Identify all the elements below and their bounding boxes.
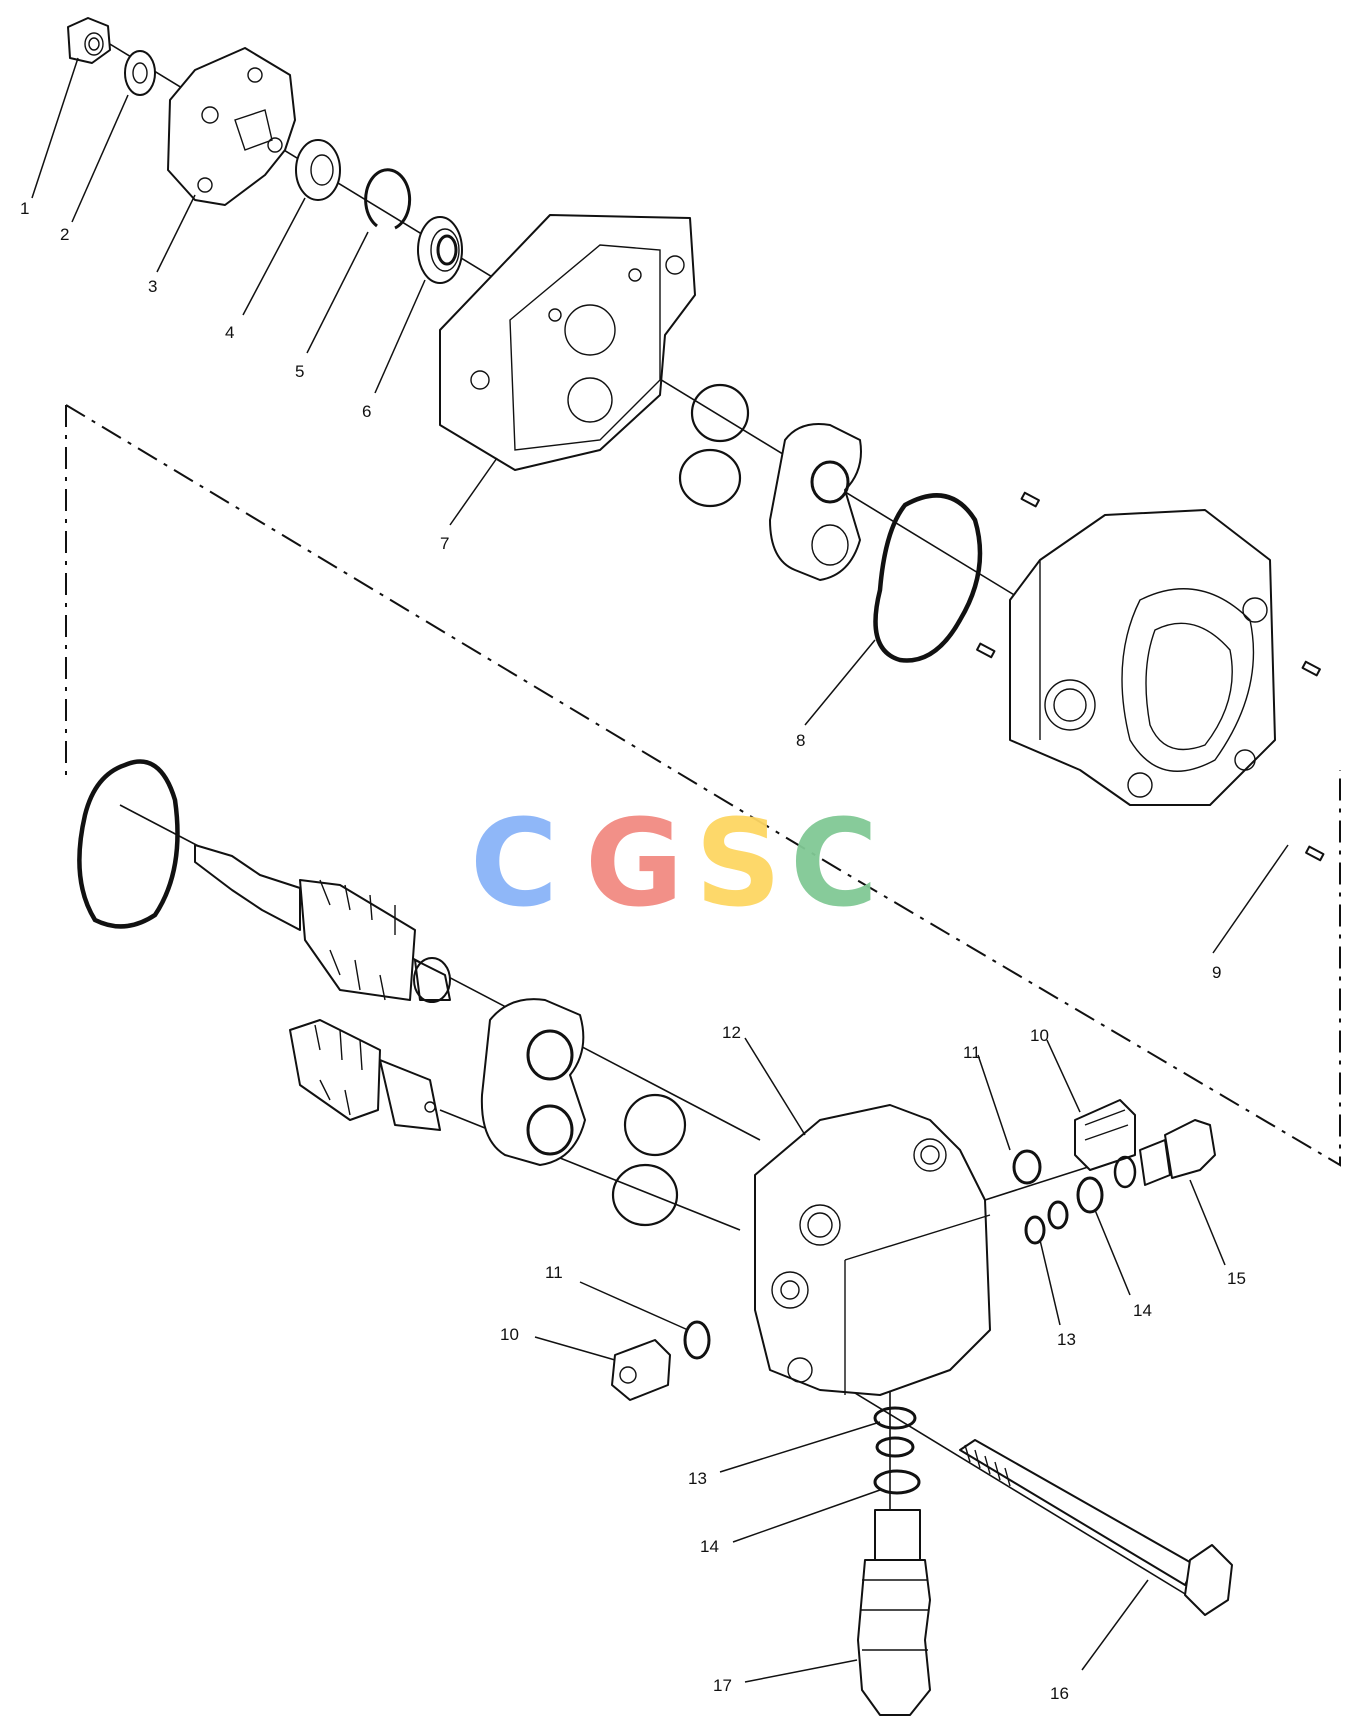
callout-6: 6 — [362, 402, 371, 421]
callout-13-right: 13 — [1057, 1330, 1076, 1349]
part-figure8-gasket-upper — [678, 383, 750, 508]
part-12-rear-cover — [754, 1104, 991, 1396]
callout-labels: 1 2 3 4 5 6 7 8 9 10 11 12 11 10 13 14 1… — [20, 199, 1246, 1703]
leader-lines — [31, 57, 1289, 1683]
callout-17: 17 — [713, 1676, 732, 1695]
part-o-ring-lower — [77, 759, 180, 929]
part-4-washer — [295, 139, 341, 201]
part-16-bolt — [959, 1439, 1233, 1616]
part-10-plug-right — [1074, 1099, 1136, 1171]
cgsc-watermark: C G S C — [470, 795, 878, 934]
callout-7: 7 — [440, 534, 449, 553]
watermark-letter-4: C — [790, 795, 878, 934]
callout-10-right: 10 — [1030, 1026, 1049, 1045]
callout-9: 9 — [1212, 963, 1221, 982]
part-11-o-ring-right — [1012, 1149, 1042, 1185]
part-7-front-cover — [439, 214, 696, 471]
part-2-washer — [124, 50, 156, 96]
part-bearing-block-upper — [769, 423, 862, 581]
callout-13-bottom: 13 — [688, 1469, 707, 1488]
callout-16: 16 — [1050, 1684, 1069, 1703]
part-15-valve-cartridge — [1113, 1119, 1216, 1189]
callout-15: 15 — [1227, 1269, 1246, 1288]
part-figure8-gasket-lower — [611, 1093, 687, 1227]
callout-4: 4 — [225, 323, 234, 342]
callout-10-left: 10 — [500, 1325, 519, 1344]
part-3-flange — [167, 47, 296, 206]
part-10-plug-left — [611, 1339, 671, 1401]
callout-8: 8 — [796, 731, 805, 750]
callout-3: 3 — [148, 277, 157, 296]
assembly-outline-dashed — [65, 404, 1341, 1167]
callout-14-bottom: 14 — [700, 1537, 719, 1556]
callout-11-right: 11 — [963, 1043, 981, 1062]
part-bearing-block-lower — [480, 998, 586, 1166]
part-17-valve-cartridge — [857, 1509, 931, 1716]
part-drive-gear-shaft — [194, 844, 451, 1003]
part-driven-gear — [289, 1019, 441, 1131]
part-pump-body — [1009, 509, 1276, 806]
part-1-hex-nut — [67, 17, 111, 64]
part-5-snap-ring — [364, 168, 412, 230]
part-6-seal — [417, 216, 463, 284]
watermark-letter-3: S — [695, 795, 781, 934]
part-13-14-o-rings-bottom — [873, 1406, 921, 1495]
watermark-letter-2: G — [585, 795, 684, 934]
callout-14-right: 14 — [1133, 1301, 1152, 1320]
part-11-o-ring-left — [683, 1320, 711, 1360]
callout-1: 1 — [20, 199, 29, 218]
callout-5: 5 — [295, 362, 304, 381]
callout-11-left: 11 — [545, 1263, 563, 1282]
part-13-14-o-rings-right — [1024, 1176, 1104, 1245]
part-8-o-ring — [873, 493, 983, 663]
callout-2: 2 — [60, 225, 69, 244]
watermark-letter-1: C — [470, 795, 558, 934]
part-9-dowel-pins — [976, 491, 1325, 862]
callout-12: 12 — [722, 1023, 741, 1042]
